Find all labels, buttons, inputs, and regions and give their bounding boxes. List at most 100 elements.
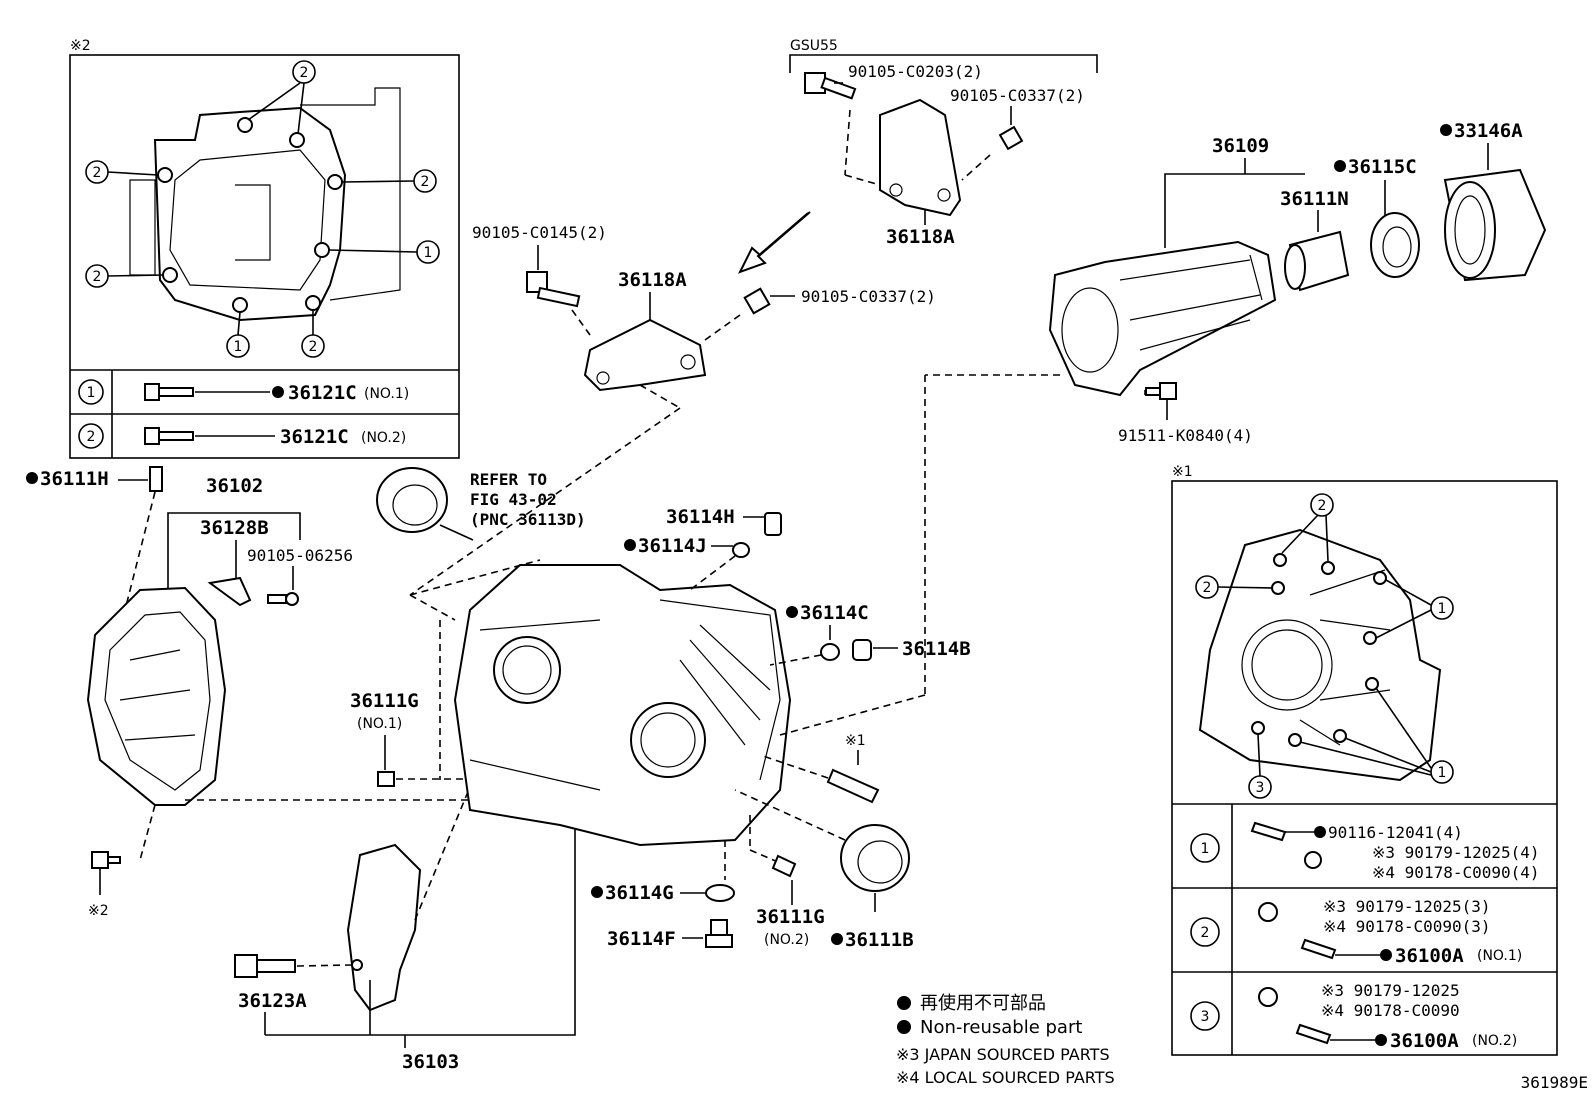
label-90105-06256: 90105-06256 bbox=[247, 546, 353, 565]
label-36114H: 36114H bbox=[666, 506, 735, 528]
label-36128B: 36128B bbox=[200, 517, 269, 539]
svg-text:(NO.2): (NO.2) bbox=[361, 430, 406, 446]
svg-text:1: 1 bbox=[234, 339, 243, 355]
svg-text:2: 2 bbox=[87, 429, 96, 445]
refer-note-line3: (PNC 36113D) bbox=[470, 510, 586, 529]
gasket-36114J bbox=[732, 542, 750, 558]
label-36111B: 36111B bbox=[845, 929, 914, 951]
svg-text:※3 90179-12025(4): ※3 90179-12025(4) bbox=[1372, 843, 1540, 862]
svg-text:2: 2 bbox=[421, 174, 430, 190]
svg-text:36121C: 36121C bbox=[288, 382, 357, 404]
label-90105-C0145: 90105-C0145(2) bbox=[472, 223, 607, 242]
svg-text:2: 2 bbox=[1318, 498, 1327, 514]
breather-plug bbox=[149, 466, 163, 492]
bracket-36118A-mid bbox=[583, 318, 707, 392]
rear-cover-sketch bbox=[129, 87, 401, 322]
bracket-36118A-top bbox=[879, 98, 962, 217]
label-36111N: 36111N bbox=[1280, 188, 1349, 210]
svg-text:※3 90179-12025: ※3 90179-12025 bbox=[1321, 981, 1460, 1000]
bolt-90105-C0337-top bbox=[998, 125, 1024, 151]
legend-nonreusable-jp: 再使用不可部品 bbox=[920, 993, 1046, 1014]
plug-36114H bbox=[764, 512, 782, 536]
transfer-cover-36102 bbox=[86, 586, 227, 806]
label-90105-C0203: 90105-C0203(2) bbox=[848, 62, 983, 81]
oil-seal-36111B bbox=[840, 824, 910, 892]
extension-housing-36109 bbox=[1048, 240, 1277, 397]
label-36111G-1: 36111G bbox=[350, 690, 419, 712]
svg-text:※3 90179-12025(3): ※3 90179-12025(3) bbox=[1323, 897, 1491, 916]
label-36118A-top: 36118A bbox=[886, 226, 955, 248]
label-36123A: 36123A bbox=[238, 990, 307, 1012]
svg-text:※4 90178-C0090: ※4 90178-C0090 bbox=[1321, 1001, 1460, 1020]
dowel-pin-1 bbox=[377, 771, 395, 787]
refer-note-line2: FIG 43-02 bbox=[470, 490, 557, 509]
svg-text:※4 90178-C0090(3): ※4 90178-C0090(3) bbox=[1323, 917, 1491, 936]
legend-nonreusable-en: Non-reusable part bbox=[920, 1017, 1082, 1038]
legend-note-4: ※4 LOCAL SOURCED PARTS bbox=[896, 1068, 1115, 1087]
label-36111G-2: 36111G bbox=[756, 906, 825, 928]
bolt-90105-C0145 bbox=[526, 271, 548, 293]
svg-text:1: 1 bbox=[1438, 601, 1447, 617]
svg-text:2: 2 bbox=[1203, 580, 1212, 596]
bolt-marker-2 bbox=[91, 851, 109, 869]
inset-left-row-2: 2 36121C (NO.2) bbox=[78, 423, 406, 449]
inset-left-callouts: 2 2 2 1 2 1 2 bbox=[85, 60, 440, 358]
bolt-90105-06256 bbox=[267, 594, 287, 604]
inset-right-row-2: 2 ※3 90179-12025(3) ※4 90178-C0090(3) 36… bbox=[1190, 897, 1522, 967]
label-33146A: 33146A bbox=[1454, 120, 1523, 142]
stud-bolt bbox=[826, 768, 880, 804]
svg-text:36100A: 36100A bbox=[1395, 945, 1464, 967]
legend: 再使用不可部品 Non-reusable part ※3 JAPAN SOURC… bbox=[896, 993, 1115, 1087]
svg-text:3: 3 bbox=[1256, 780, 1265, 796]
label-90105-C0337-mid: 90105-C0337(2) bbox=[801, 287, 936, 306]
label-90105-C0337-top: 90105-C0337(2) bbox=[950, 86, 1085, 105]
label-36114B: 36114B bbox=[902, 638, 971, 660]
svg-text:90116-12041(4): 90116-12041(4) bbox=[1328, 823, 1463, 842]
svg-text:3: 3 bbox=[1201, 1009, 1210, 1025]
svg-text:1: 1 bbox=[87, 385, 96, 401]
gasket-36114C bbox=[820, 643, 840, 661]
label-36114J: 36114J bbox=[638, 535, 707, 557]
plate-36103 bbox=[346, 843, 422, 1012]
label-36111G-1-sub: (NO.1) bbox=[357, 716, 402, 732]
svg-text:2: 2 bbox=[93, 269, 102, 285]
oil-seal-36113D bbox=[376, 467, 448, 533]
inset-right-callouts: 2 2 1 1 3 bbox=[1195, 493, 1454, 799]
label-36102: 36102 bbox=[206, 475, 263, 497]
svg-text:36121C: 36121C bbox=[280, 426, 349, 448]
rear-plate-sketch bbox=[1198, 528, 1442, 782]
svg-text:1: 1 bbox=[1201, 841, 1210, 857]
inset-right-frame bbox=[1171, 480, 1558, 1056]
svg-text:2: 2 bbox=[309, 339, 318, 355]
label-36114F: 36114F bbox=[607, 928, 676, 950]
group-label-gsu55: GSU55 bbox=[790, 38, 838, 54]
svg-text:2: 2 bbox=[1201, 925, 1210, 941]
bolt-90105-C0337-mid bbox=[743, 287, 771, 315]
bracket-36128B bbox=[207, 576, 252, 607]
direction-arrow bbox=[737, 211, 811, 274]
plug-36114F bbox=[710, 919, 728, 936]
bolt-91511-K0840 bbox=[1159, 382, 1177, 400]
bolt-90105-C0203 bbox=[804, 72, 826, 94]
refer-note-line1: REFER TO bbox=[470, 470, 547, 489]
inset-left-frame bbox=[69, 54, 460, 459]
inset-left-row-1: 1 36121C (NO.1) bbox=[78, 379, 409, 405]
inset-right-row-1: 1 90116-12041(4) ※3 90179-12025(4) ※4 90… bbox=[1190, 821, 1540, 882]
svg-text:※4 90178-C0090(4): ※4 90178-C0090(4) bbox=[1372, 863, 1540, 882]
marker-inset-left: ※2 bbox=[70, 38, 91, 54]
svg-text:2: 2 bbox=[93, 165, 102, 181]
plug-36114B bbox=[852, 639, 872, 661]
figure-id: 361989E bbox=[1521, 1073, 1588, 1092]
label-36118A-mid: 36118A bbox=[618, 269, 687, 291]
inset-right-row-3: 3 ※3 90179-12025 ※4 90178-C0090 36100A (… bbox=[1190, 981, 1517, 1052]
marker-inset-right: ※1 bbox=[1172, 464, 1193, 480]
svg-text:(NO.1): (NO.1) bbox=[1477, 948, 1522, 964]
marker-2-bottom: ※2 bbox=[88, 903, 109, 919]
svg-text:2: 2 bbox=[300, 65, 309, 81]
svg-text:1: 1 bbox=[1438, 765, 1447, 781]
svg-text:36100A: 36100A bbox=[1390, 1030, 1459, 1052]
bolt-36123A bbox=[234, 954, 258, 978]
label-36111G-2-sub: (NO.2) bbox=[764, 932, 809, 948]
marker-1-stud: ※1 bbox=[845, 733, 866, 749]
